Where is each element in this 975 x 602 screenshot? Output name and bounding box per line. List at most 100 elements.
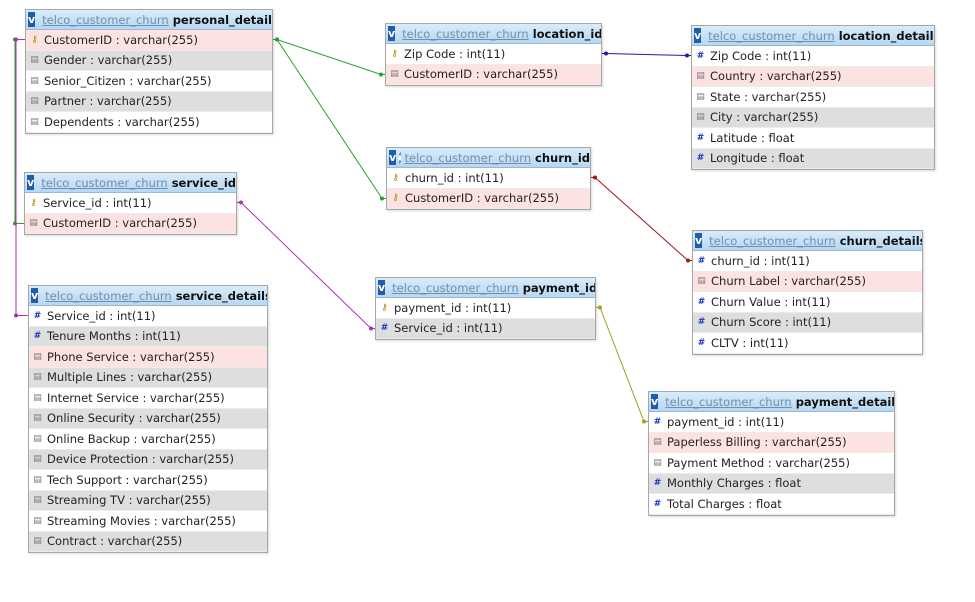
column-row[interactable]: ▤Streaming Movies : varchar(255) — [29, 511, 267, 532]
column-row[interactable]: ▤Dependents : varchar(255) — [26, 112, 272, 133]
collapse-toggle-button[interactable]: v — [694, 28, 702, 43]
column-list: ⚷payment_id : int(11)#Service_id : int(1… — [376, 298, 595, 339]
table-churn-id[interactable]: v telco_customer_churn churn_id ⚷churn_i… — [386, 147, 591, 210]
column-row[interactable]: ▤Multiple Lines : varchar(255) — [29, 367, 267, 388]
column-row[interactable]: ▤ CustomerID : varchar(255) — [386, 64, 601, 85]
database-name[interactable]: telco_customer_churn — [708, 28, 835, 43]
column-row[interactable]: ▤Phone Service : varchar(255) — [29, 347, 267, 368]
text-icon: ▤ — [390, 69, 399, 80]
database-name[interactable]: telco_customer_churn — [402, 26, 529, 41]
relation-endpoint — [686, 258, 690, 263]
table-name[interactable]: service_details — [175, 288, 267, 303]
column-row[interactable]: ⚷Service_id : int(11) — [25, 193, 236, 214]
column-row[interactable]: #churn_id : int(11) — [693, 251, 922, 272]
collapse-toggle-button[interactable]: v — [695, 233, 703, 248]
column-row[interactable]: ⚷payment_id : int(11) — [376, 298, 595, 319]
column-row[interactable]: ▤Contract : varchar(255) — [29, 531, 267, 552]
table-location-id[interactable]: v telco_customer_churn location_id ⚷Zip … — [385, 23, 602, 86]
column-row[interactable]: #Tenure Months : int(11) — [29, 326, 267, 347]
collapse-toggle-button[interactable]: v — [31, 288, 39, 303]
table-name[interactable]: churn_id — [535, 150, 590, 165]
table-header[interactable]: v telco_customer_churn service_id — [25, 173, 236, 193]
text-icon: ▤ — [30, 116, 39, 127]
column-row[interactable]: ▤Online Backup : varchar(255) — [29, 429, 267, 450]
column-row[interactable]: ▤Churn Label : varchar(255) — [693, 271, 922, 292]
column-row[interactable]: #Zip Code : int(11) — [692, 46, 934, 67]
column-row[interactable]: ⚷churn_id : int(11) — [387, 168, 590, 189]
table-name[interactable]: payment_details — [795, 394, 894, 409]
table-name[interactable]: personal_details — [172, 12, 272, 27]
relation-endpoint — [369, 326, 373, 331]
column-row[interactable]: ▤State : varchar(255) — [692, 87, 934, 108]
collapse-toggle-button[interactable]: v — [389, 150, 397, 165]
table-header[interactable]: v telco_customer_churn churn_details — [693, 231, 922, 251]
table-header[interactable]: v telco_customer_churn location_details — [692, 26, 934, 46]
table-name[interactable]: service_id — [171, 175, 236, 190]
column-row[interactable]: ▤Partner : varchar(255) — [26, 91, 272, 112]
table-personal-details[interactable]: v telco_customer_churn personal_details … — [25, 9, 273, 134]
column-label: Longitude : float — [710, 151, 805, 166]
column-label: City : varchar(255) — [710, 110, 819, 125]
table-payment-details[interactable]: v telco_customer_churn payment_details #… — [648, 391, 895, 516]
column-row[interactable]: #Service_id : int(11) — [29, 306, 267, 327]
table-header[interactable]: v telco_customer_churn service_details — [29, 286, 267, 306]
database-name[interactable]: telco_customer_churn — [709, 233, 836, 248]
column-label: CustomerID : varchar(255) — [404, 67, 558, 82]
column-row[interactable]: #Churn Value : int(11) — [693, 292, 922, 313]
relation-endpoint — [685, 53, 689, 58]
table-location-details[interactable]: v telco_customer_churn location_details … — [691, 25, 935, 170]
column-row[interactable]: ⚷Zip Code : int(11) — [386, 44, 601, 65]
column-row[interactable]: ▤Streaming TV : varchar(255) — [29, 490, 267, 511]
table-name[interactable]: payment_id — [522, 280, 595, 295]
column-row[interactable]: #Service_id : int(11) — [376, 318, 595, 339]
column-row[interactable]: ▤Tech Support : varchar(255) — [29, 470, 267, 491]
database-name[interactable]: telco_customer_churn — [404, 150, 532, 165]
collapse-toggle-button[interactable]: v — [378, 280, 386, 295]
column-row[interactable]: #Latitude : float — [692, 128, 934, 149]
table-service-details[interactable]: v telco_customer_churn service_details #… — [28, 285, 268, 553]
table-name[interactable]: location_id — [532, 26, 601, 41]
column-row[interactable]: #CLTV : int(11) — [693, 333, 922, 354]
database-name[interactable]: telco_customer_churn — [665, 394, 792, 409]
column-row[interactable]: #Monthly Charges : float — [649, 473, 894, 494]
table-header[interactable]: v telco_customer_churn payment_details — [649, 392, 894, 412]
table-service-id[interactable]: v telco_customer_churn service_id ⚷Servi… — [24, 172, 237, 235]
table-name[interactable]: location_details — [838, 28, 934, 43]
table-header[interactable]: v telco_customer_churn payment_id — [376, 278, 595, 298]
column-row[interactable]: ⚷CustomerID : varchar(255) — [26, 30, 272, 51]
gear-icon[interactable] — [399, 151, 401, 164]
column-row[interactable]: #Longitude : float — [692, 148, 934, 169]
column-row[interactable]: ▤CustomerID : varchar(255) — [25, 213, 236, 234]
column-row[interactable]: #Total Charges : float — [649, 494, 894, 515]
column-row[interactable]: ▤Payment Method : varchar(255) — [649, 453, 894, 474]
column-row[interactable]: #payment_id : int(11) — [649, 412, 894, 433]
column-row[interactable]: ▤Gender : varchar(255) — [26, 50, 272, 71]
column-row[interactable]: #Churn Score : int(11) — [693, 312, 922, 333]
collapse-toggle-button[interactable]: v — [27, 175, 35, 190]
table-payment-id[interactable]: v telco_customer_churn payment_id ⚷payme… — [375, 277, 596, 340]
column-list: #payment_id : int(11)▤Paperless Billing … — [649, 412, 894, 515]
database-name[interactable]: telco_customer_churn — [392, 280, 519, 295]
text-icon: ▤ — [33, 413, 42, 424]
table-header[interactable]: v telco_customer_churn churn_id — [387, 148, 590, 168]
hash-icon: # — [696, 132, 705, 143]
column-row[interactable]: ▤City : varchar(255) — [692, 107, 934, 128]
collapse-toggle-button[interactable]: v — [651, 394, 659, 409]
database-name[interactable]: telco_customer_churn — [42, 12, 169, 27]
table-name[interactable]: churn_details — [839, 233, 922, 248]
table-header[interactable]: v telco_customer_churn personal_details — [26, 10, 272, 30]
column-row[interactable]: ▤Paperless Billing : varchar(255) — [649, 432, 894, 453]
column-row[interactable]: ⚷CustomerID : varchar(255) — [387, 188, 590, 209]
column-row[interactable]: ▤Internet Service : varchar(255) — [29, 388, 267, 409]
collapse-toggle-button[interactable]: v — [28, 12, 36, 27]
database-name[interactable]: telco_customer_churn — [41, 175, 168, 190]
column-row[interactable]: ▤Country : varchar(255) — [692, 66, 934, 87]
collapse-toggle-button[interactable]: v — [388, 26, 396, 41]
column-row[interactable]: ▤Device Protection : varchar(255) — [29, 449, 267, 470]
table-churn-details[interactable]: v telco_customer_churn churn_details #ch… — [692, 230, 923, 355]
column-row[interactable]: ▤Online Security : varchar(255) — [29, 408, 267, 429]
table-header[interactable]: v telco_customer_churn location_id — [386, 24, 601, 44]
database-name[interactable]: telco_customer_churn — [45, 288, 172, 303]
column-row[interactable]: ▤Senior_Citizen : varchar(255) — [26, 71, 272, 92]
